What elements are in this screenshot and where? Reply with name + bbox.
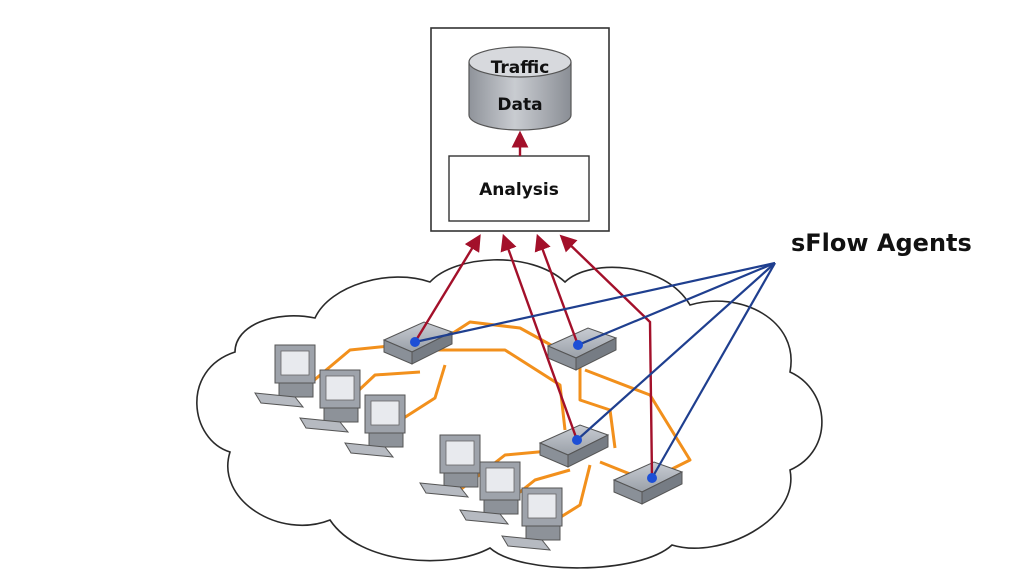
flow-arrow xyxy=(500,233,579,441)
analysis-label: Analysis xyxy=(479,180,559,200)
desktop-computer-icon xyxy=(299,369,361,433)
desktop-computer-icon xyxy=(344,394,406,458)
database-label-line2: Data xyxy=(497,95,542,115)
flow-arrow xyxy=(534,233,580,346)
agent-lines xyxy=(414,261,776,479)
agent-dot xyxy=(410,337,420,347)
agent-dot xyxy=(573,340,583,350)
analysis-box xyxy=(448,155,590,222)
desktop-computer-icon xyxy=(459,461,521,525)
desktop-computer-icon xyxy=(254,344,316,408)
agent-dot xyxy=(572,435,582,445)
database-cylinder-icon xyxy=(468,46,572,131)
computer-group-bottom xyxy=(419,434,563,551)
computer-group-left xyxy=(254,344,406,458)
database-label-line1: Traffic xyxy=(491,58,550,78)
sflow-agents-label: sFlow Agents xyxy=(791,229,972,257)
desktop-computer-icon xyxy=(419,434,481,498)
flow-arrow xyxy=(413,234,481,343)
agent-dot xyxy=(647,473,657,483)
flow-arrow xyxy=(559,234,654,479)
flow-arrows xyxy=(413,233,654,479)
agent-dots xyxy=(410,337,657,483)
desktop-computer-icon xyxy=(501,487,563,551)
